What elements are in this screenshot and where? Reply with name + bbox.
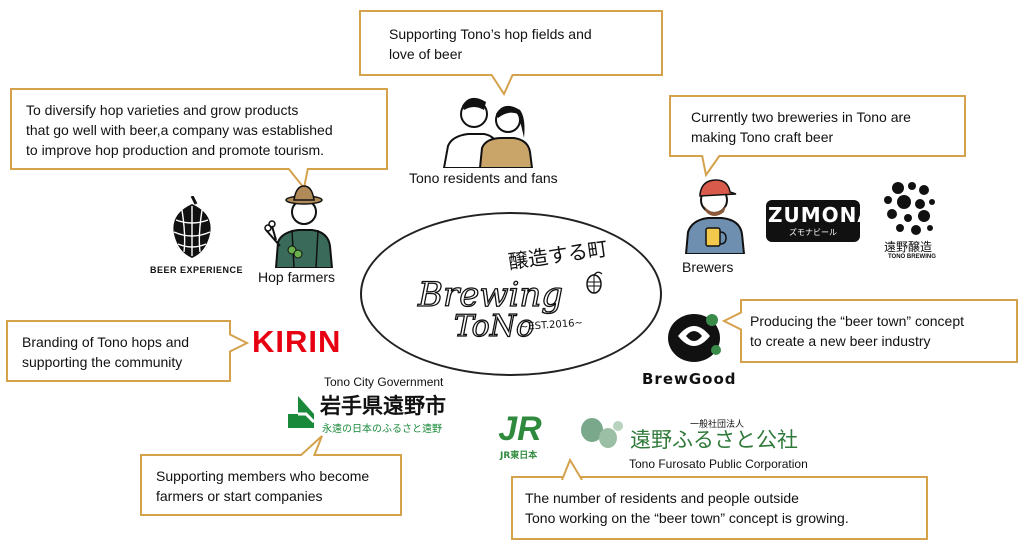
- bubble-text: Currently two breweries in Tono are: [691, 109, 911, 125]
- bubble-text: Supporting Tono’s hop fields and: [389, 26, 592, 42]
- tono-brewing-en: TONO BREWING: [888, 254, 936, 260]
- bubble-tail: [229, 333, 249, 353]
- label-hop-farmers: Hop farmers: [258, 269, 336, 285]
- tono-brewing-dots-icon: [884, 182, 935, 235]
- bubble-brewgood: Producing the “beer town” concept to cre…: [740, 299, 1018, 363]
- bubble-tail: [561, 458, 583, 480]
- bubble-text: that go well with beer,a company was est…: [26, 122, 333, 138]
- bubble-text: supporting the community: [22, 354, 183, 370]
- bubble-text: farmers or start companies: [156, 488, 323, 504]
- brewing-tono-logo: 醸造する町 Brewing ToNo ~EST.2016~: [416, 236, 609, 344]
- bubble-text: to create a new beer industry: [750, 333, 931, 349]
- bubble-text: love of beer: [389, 46, 463, 62]
- bubble-text: Producing the “beer town” concept: [750, 313, 965, 329]
- bubble-text: making Tono craft beer: [691, 129, 834, 145]
- furosato-mark-icon: [581, 418, 623, 448]
- jr-sub: JR東日本: [500, 451, 538, 461]
- bubble-tail: [299, 435, 323, 456]
- bubble-government: Supporting members who become farmers or…: [140, 454, 402, 516]
- label-brewers: Brewers: [682, 259, 734, 275]
- logo-tono: ToNo: [454, 309, 534, 344]
- bubble-residents: Supporting Tono’s hop fields and love of…: [359, 10, 663, 76]
- zumona-sub: ズモナビール: [789, 228, 837, 237]
- bubble-text: to improve hop production and promote to…: [26, 142, 325, 158]
- furosato-small-text: 一般社団法人: [690, 420, 745, 430]
- furosato-main-text: 遠野ふるさと公社: [630, 428, 798, 452]
- center-ellipse: [360, 212, 662, 376]
- logo-kanji: 醸造する町: [507, 236, 609, 274]
- bubble-text: Tono working on the “beer town” concept …: [525, 510, 849, 526]
- bubble-kirin: Branding of Tono hops and supporting the…: [6, 320, 231, 382]
- label-furosato: Tono Furosato Public Corporation: [629, 457, 808, 471]
- residents-illustration: [442, 97, 534, 168]
- bubble-tail: [722, 311, 742, 331]
- zumona-logo: ZUMONA ズモナビール: [766, 200, 874, 242]
- hop-cone-icon: [173, 196, 211, 258]
- bubble-tail: [701, 155, 721, 177]
- bubble-breweries: Currently two breweries in Tono are maki…: [669, 95, 966, 157]
- bubble-text: To diversify hop varieties and grow prod…: [26, 102, 299, 118]
- zumona-text: ZUMONA: [768, 203, 874, 227]
- bubble-tail: [490, 74, 514, 96]
- kirin-logo: KIRIN: [252, 324, 342, 359]
- bubble-company: To diversify hop varieties and grow prod…: [10, 88, 388, 170]
- brewer-illustration: [684, 179, 746, 254]
- bubble-text: Supporting members who become: [156, 468, 370, 484]
- bubble-text: Branding of Tono hops and: [22, 334, 190, 350]
- brewgood-logo: BrewGood: [642, 370, 737, 388]
- logo-brewing: Brewing: [417, 275, 563, 315]
- label-residents: Tono residents and fans: [409, 170, 558, 186]
- iwate-main-text: 岩手県遠野市: [320, 393, 446, 418]
- bubble-text: The number of residents and people outsi…: [525, 490, 799, 506]
- jr-logo: JR: [498, 410, 542, 448]
- bubble-growing: The number of residents and people outsi…: [511, 476, 928, 540]
- logo-est: ~EST.2016~: [520, 318, 584, 333]
- hop-mark-icon: [586, 271, 603, 294]
- tono-brewing-jp: 遠野醸造: [884, 240, 933, 254]
- iwate-sub-text: 永遠の日本のふるさと遠野: [322, 424, 442, 435]
- label-beer-experience: BEER EXPERIENCE: [150, 265, 244, 275]
- iwate-mark-icon: [288, 396, 316, 428]
- brewgood-turtle-icon: [668, 314, 721, 362]
- label-tono-city: Tono City Government: [324, 375, 444, 389]
- hop-farmer-illustration: [264, 185, 334, 268]
